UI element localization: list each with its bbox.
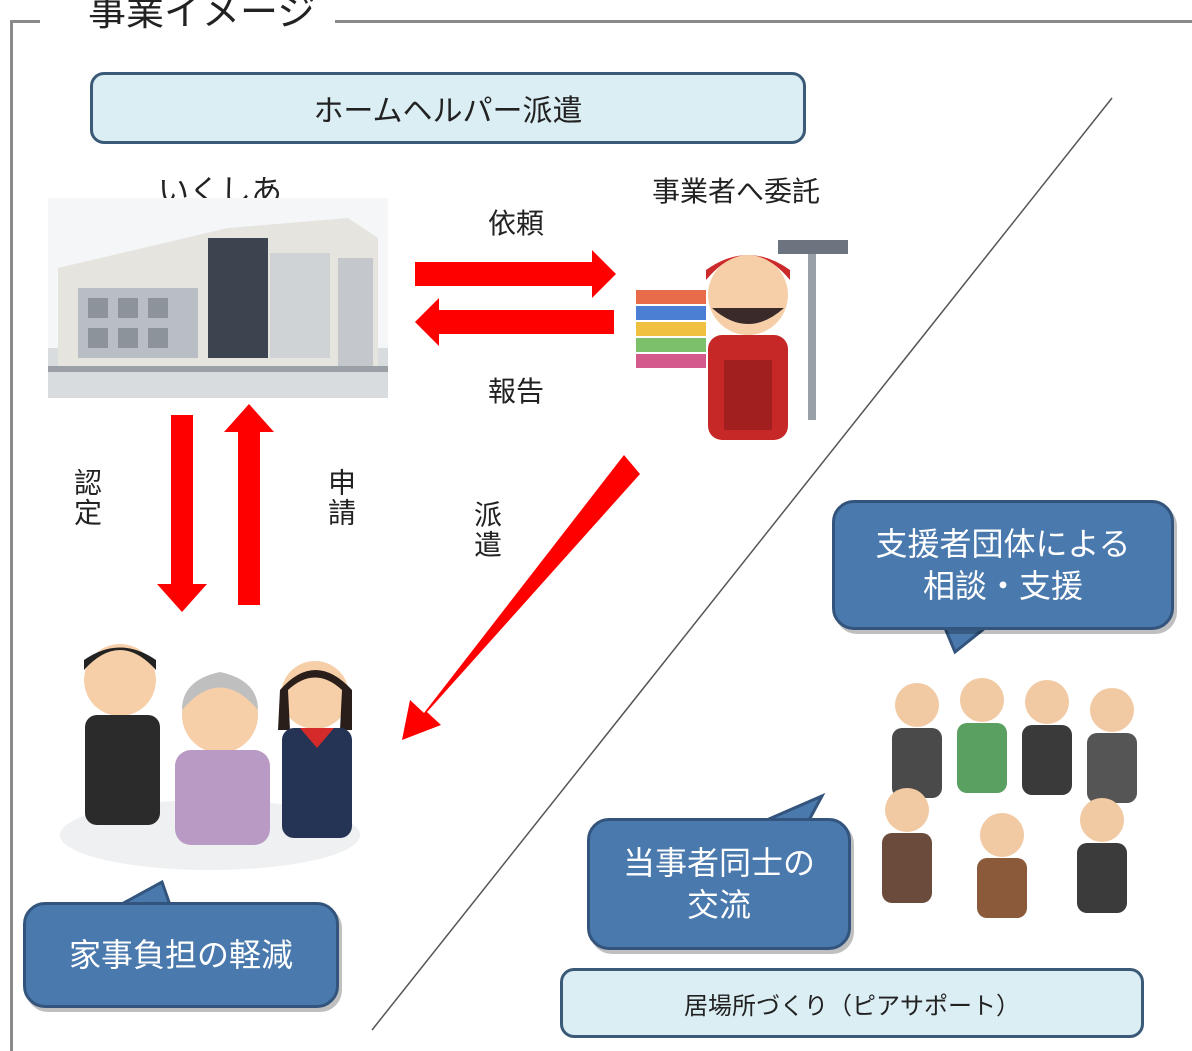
helper-worker-image [628,210,878,450]
home-helper-box: ホームヘルパー派遣 [90,72,806,144]
support-bubble-tail [942,626,990,655]
peer-support-box: 居場所づくり（ピアサポート） [560,968,1144,1038]
home-helper-label: ホームヘルパー派遣 [313,94,583,129]
frame-top-left [10,20,40,23]
request-label: 依頼 [488,207,545,240]
peer-exchange-bubble: 当事者同士の 交流 [587,818,851,950]
apply-arrow [224,404,274,605]
apply-label: 申請 [324,468,357,528]
peer-support-label: 居場所づくり（ピアサポート） [684,991,1020,1020]
housework-bubble: 家事負担の軽減 [23,902,339,1008]
frame-left [10,20,13,1051]
certify-arrow [157,415,207,612]
contractor-label: 事業者へ委託 [652,175,821,208]
request-arrow [415,250,616,298]
housework-text: 家事負担の軽減 [68,936,293,974]
dispatch-label: 派遣 [470,500,503,560]
support-group-bubble: 支援者団体による 相談・支援 [832,500,1174,630]
building-image [48,198,388,398]
peer-group-image [862,660,1152,930]
support-group-text: 支援者団体による 相談・支援 [875,525,1131,605]
family-image [60,620,370,880]
dispatch-arrow [402,455,640,740]
certify-label: 認定 [70,468,103,528]
divider-line [371,97,1113,1031]
peer-exchange-text: 当事者同士の 交流 [622,844,815,924]
report-label: 報告 [488,375,545,408]
report-arrow [415,298,614,346]
frame-title: 事業イメージ [70,0,334,38]
frame-top-right [335,20,1192,23]
